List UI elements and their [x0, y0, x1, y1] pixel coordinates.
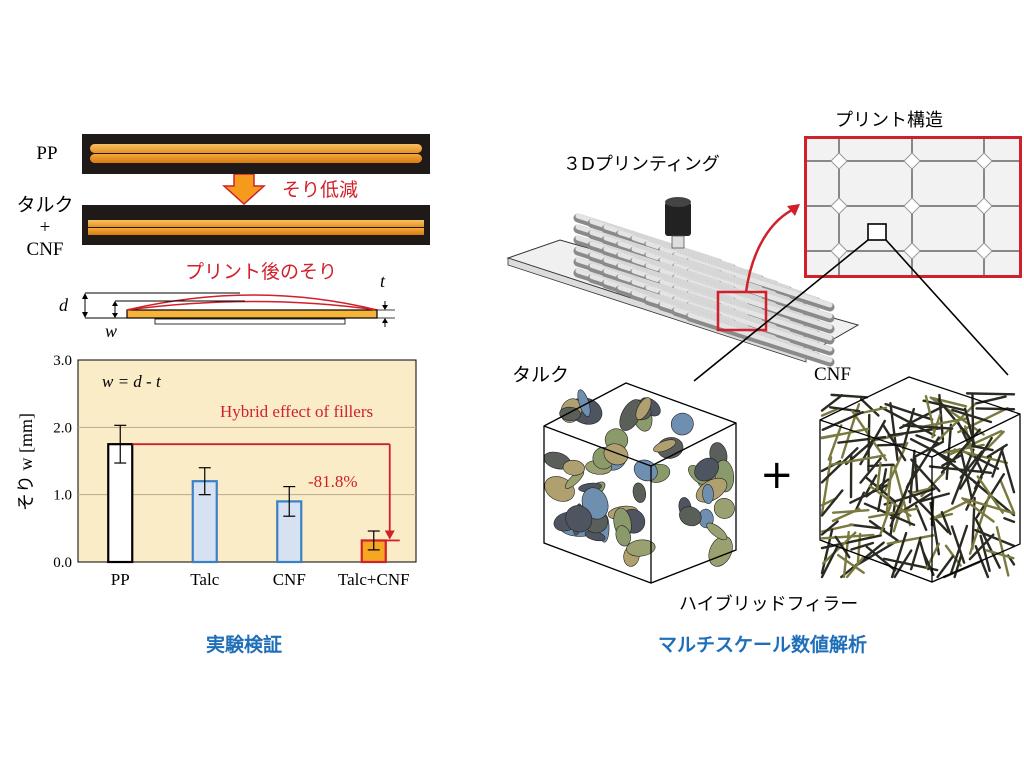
label-w: w: [105, 321, 117, 341]
y-tick-label: 2.0: [53, 420, 72, 436]
left-caption: 実験検証: [206, 634, 283, 656]
schematic-title: プリント後のそり: [185, 261, 338, 283]
talc-label: タルク: [512, 364, 570, 386]
plus-sign: +: [760, 452, 794, 498]
bar: [107, 443, 134, 564]
x-tick-label: PP: [111, 570, 130, 589]
structure-title: プリント構造: [835, 110, 943, 131]
hybrid-filler-label: ハイブリッドフィラー: [679, 594, 859, 615]
label-t: t: [380, 275, 386, 291]
reduction-label: そり低減: [282, 179, 359, 201]
talc-cube: [543, 382, 737, 584]
reduction-annotation: -81.8%: [308, 472, 358, 491]
cnf-label: CNF: [814, 364, 851, 385]
warpage-bar-chart: 0.0 1.0 2.0 3.0 PP Talc CNF Talc+CNF そり w [mm]…: [16, 353, 417, 589]
y-tick-label: 3.0: [53, 353, 72, 369]
y-tick-label: 0.0: [53, 555, 72, 571]
x-tick-label: CNF: [273, 570, 306, 589]
zoom-lines: [693, 239, 1009, 382]
cnf-cube: [819, 376, 1021, 583]
sample-label-talc-cnf: タルク + CNF: [16, 195, 74, 260]
y-tick-label: 1.0: [53, 488, 72, 504]
printing-illustration: [506, 197, 860, 367]
hybrid-effect-annotation: Hybrid effect of fillers: [220, 402, 373, 421]
formula-annotation: w = d - t: [102, 372, 162, 391]
x-tick-label: Talc+CNF: [338, 570, 410, 589]
label-d: d: [59, 295, 69, 315]
plot-area: [77, 359, 417, 563]
right-caption: マルチスケール数値解析: [658, 634, 868, 656]
warp-schematic: d w t: [59, 275, 395, 341]
y-axis-label: そり w [mm]: [16, 413, 36, 511]
reduction-arrow-head: [384, 530, 395, 540]
sample-label-pp: PP: [36, 143, 58, 164]
printing-title: ３Dプリンティング: [563, 154, 720, 175]
x-tick-label: Talc: [190, 570, 219, 589]
sample-photo-pp: [82, 134, 430, 174]
print-structure-detail: [804, 136, 1022, 278]
sample-photo-talc-cnf: [82, 205, 430, 245]
down-arrow-icon: [222, 174, 266, 206]
